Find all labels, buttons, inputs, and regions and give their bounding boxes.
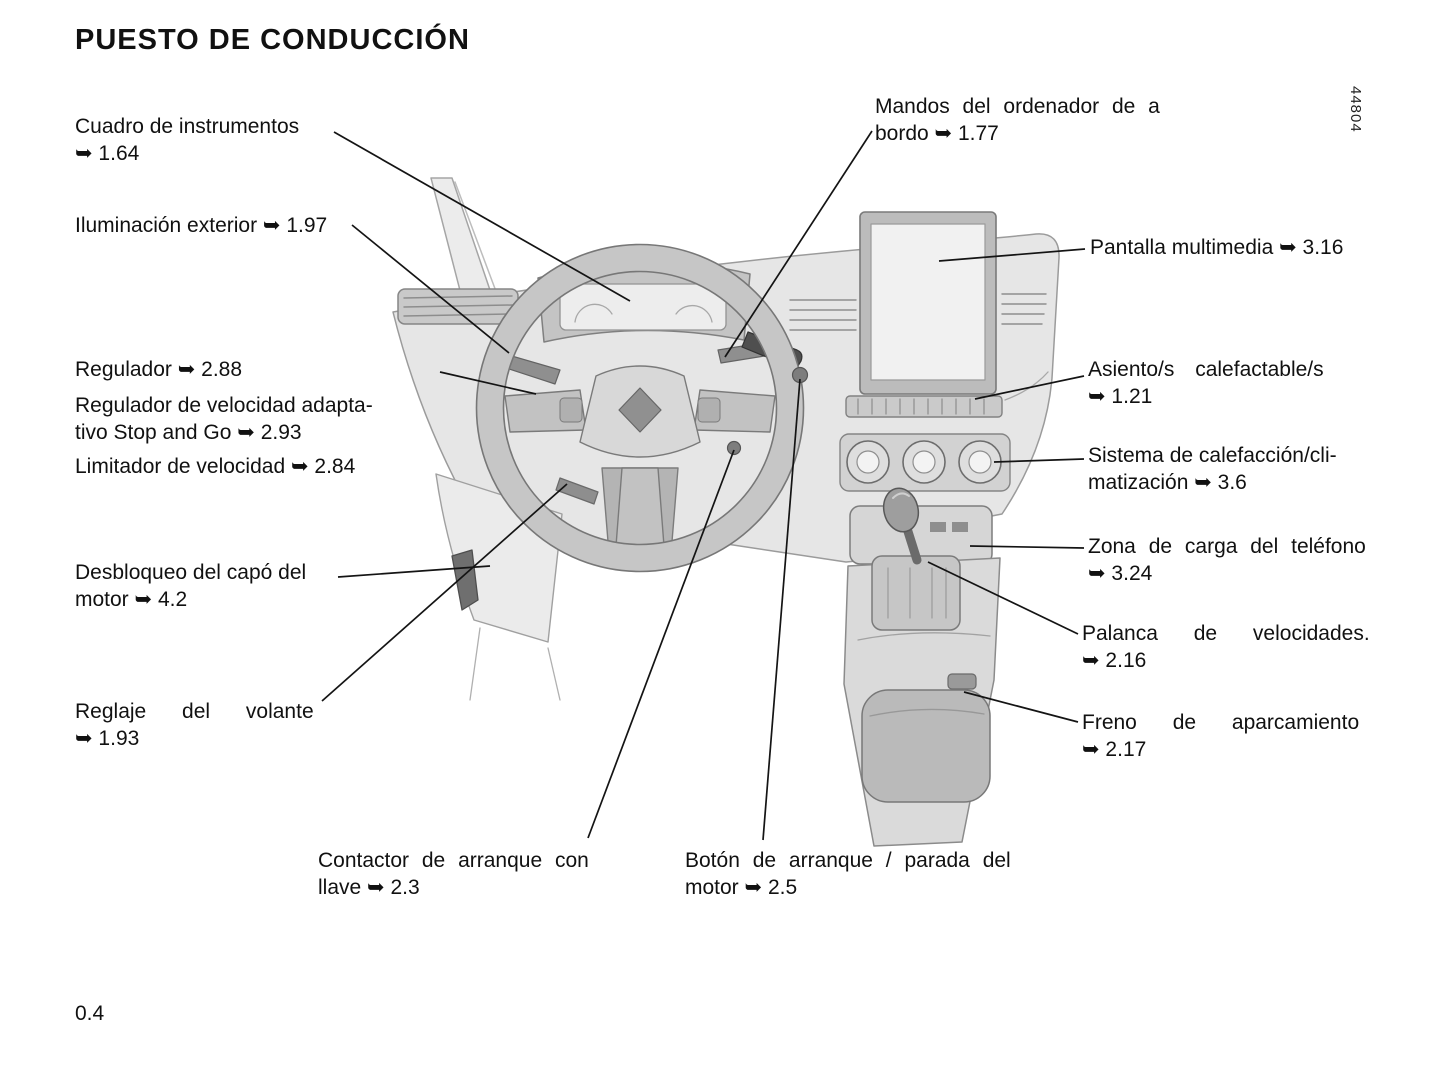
a-pillar [430,177,498,307]
leader-lines [321,130,1086,841]
callout-regulador: Regulador ➥ 2.88 [75,356,242,383]
leader-line [969,545,1085,549]
callout-ref: ➥ 1.64 [75,142,140,165]
callout-ref: ➥ 1.93 [75,727,140,750]
leader-line [974,375,1085,400]
leader-line [938,248,1086,262]
figure-code: 44804 [1347,86,1364,133]
leader-line [333,131,631,302]
callout-text: Limitador de velocidad ➥ 2.84 [75,455,356,478]
callout-boton-arranque: Botón de arranque / parada del motor ➥ 2… [685,847,1011,901]
multimedia-screen [859,211,997,395]
callout-text: Mandos del ordenador de a [875,95,1160,118]
leader-line [724,130,873,358]
callout-ref: ➥ 3.24 [1088,562,1153,585]
steering-wheel [475,243,805,573]
armrest [861,689,991,803]
callout-text: tivo Stop and Go ➥ 2.93 [75,421,302,444]
callout-text: Regulador ➥ 2.88 [75,358,243,381]
leader-line [351,224,510,354]
callout-ref: motor ➥ 4.2 [75,588,188,611]
callout-text: Freno de aparcamiento [1082,711,1360,734]
seat-heater-buttons [845,395,1003,418]
callout-text: Regulador de velocidad adapta- [75,394,373,417]
leader-line [321,483,568,702]
leader-line [762,378,801,841]
callout-regulador-adaptativo: Regulador de velocidad adapta- tivo Stop… [75,392,373,446]
left-air-vent [397,288,519,325]
callout-pantalla-multimedia: Pantalla multimedia ➥ 3.16 [1090,234,1343,261]
leader-line [439,371,537,395]
wheel-button-right [697,397,721,423]
hood-release-lever [451,549,479,611]
callout-text: Botón de arranque / parada del [685,849,1011,872]
callout-contactor-arranque: Contactor de arranque con llave ➥ 2.3 [318,847,589,901]
callout-cuadro-instrumentos: Cuadro de instrumentos ➥ 1.64 [75,113,299,167]
callout-text: Cuadro de instrumentos [75,115,300,138]
callout-limitador-velocidad: Limitador de velocidad ➥ 2.84 [75,453,355,480]
callout-zona-carga-telefono: Zona de carga del teléfono ➥ 3.24 [1088,533,1366,587]
leader-line [993,458,1085,463]
callout-text: Zona de carga del teléfono [1088,535,1366,558]
callout-text: Asiento/s calefactable/s [1088,358,1324,381]
callout-freno-aparcamiento: Freno de aparcamiento ➥ 2.17 [1082,709,1359,763]
callout-ref: llave ➥ 2.3 [318,876,420,899]
callout-ref: matización ➥ 3.6 [1088,471,1247,494]
page-number: 0.4 [75,1002,105,1025]
callout-ref: motor ➥ 2.5 [685,876,798,899]
key-contactor [726,440,742,456]
callout-iluminacion-exterior: Iluminación exterior ➥ 1.97 [75,212,327,239]
callout-mandos-ordenador: Mandos del ordenador de a bordo ➥ 1.77 [875,93,1160,147]
renault-logo [618,387,662,433]
dashboard-illustration [392,177,1060,847]
callout-ref: ➥ 2.17 [1082,738,1147,761]
parking-brake [947,673,977,690]
page-title: PUESTO DE CONDUCCIÓN [75,24,470,56]
callout-ref: ➥ 1.21 [1088,385,1153,408]
leader-line [963,691,1079,723]
leader-line [337,565,491,578]
callout-text: Sistema de calefacción/cli- [1088,444,1337,467]
wheel-button-left [559,397,583,423]
gear-lever [871,487,961,631]
callout-text: Desbloqueo del capó del [75,561,307,584]
callout-sistema-calefaccion: Sistema de calefacción/cli- matización ➥… [1088,442,1337,496]
center-air-vents [789,293,1047,331]
callout-desbloqueo-capo: Desbloqueo del capó del motor ➥ 4.2 [75,559,306,613]
leader-line [927,561,1079,635]
leader-line [587,449,735,839]
callout-palanca-velocidades: Palanca de velocidades. ➥ 2.16 [1082,620,1370,674]
callout-text: Iluminación exterior ➥ 1.97 [75,214,328,237]
callout-reglaje-volante: Reglaje del volante ➥ 1.93 [75,698,314,752]
climate-controls [839,433,1011,492]
callout-text: Reglaje del volante [75,700,314,723]
callout-ref: ➥ 2.16 [1082,649,1147,672]
callout-asientos-calefactables: Asiento/s calefactable/s ➥ 1.21 [1088,356,1324,410]
callout-text: Palanca de velocidades. [1082,622,1370,645]
callout-ref: bordo ➥ 1.77 [875,122,999,145]
callout-text: Contactor de arranque con [318,849,589,872]
callout-text: Pantalla multimedia ➥ 3.16 [1090,236,1344,259]
